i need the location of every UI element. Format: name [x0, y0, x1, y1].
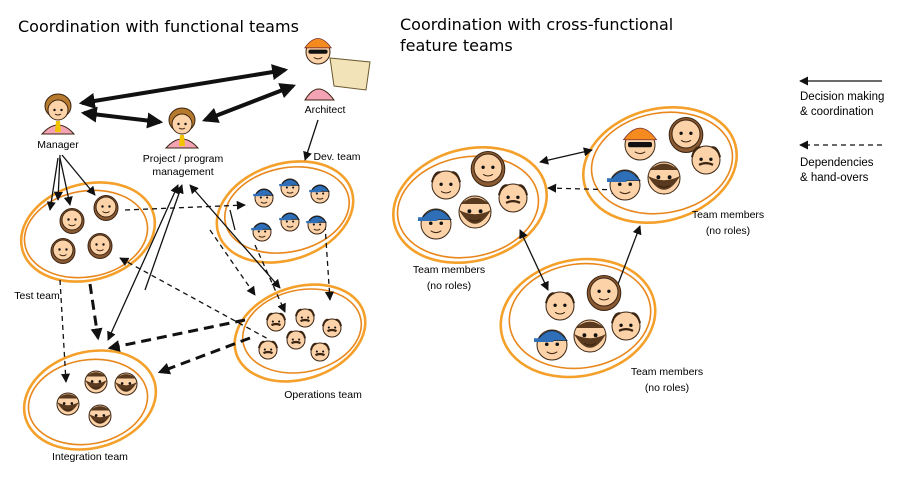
test-team-member-icon [59, 208, 85, 234]
test-team-member-icon [50, 238, 76, 264]
team1-member-icon [470, 151, 506, 187]
legend-dependency-line1: Dependencies [800, 157, 874, 169]
legend-decision-line2: & coordination [800, 106, 874, 118]
operations-team-member-icon [295, 308, 315, 328]
integration-team-member-icon [114, 372, 138, 396]
operations-team-member-icon [310, 342, 330, 362]
operations-team-member-icon [266, 312, 286, 332]
manager-label: Manager [37, 139, 79, 151]
team2-member-icon [668, 117, 704, 153]
team1-member-icon [431, 170, 461, 200]
decision-arrows [78, 64, 296, 129]
dev-team-ring [215, 160, 355, 264]
dev-team-label: Dev. team [313, 151, 360, 163]
test-team-label: Test team [14, 290, 60, 302]
heading-functional: Coordination with functional teams [18, 17, 299, 36]
architect-face-icon [304, 38, 332, 65]
team1-member-icon [458, 195, 492, 229]
operations-team-member-icon [286, 330, 306, 350]
heading-cross-functional-line1: Coordination with cross-functional [400, 15, 673, 34]
team1-member-icon [418, 208, 452, 240]
team3-roles-label: (no roles) [645, 382, 689, 394]
operations-team-member-icon [258, 340, 278, 360]
dev-team-member-icon [309, 184, 330, 204]
project-manager-icon [164, 107, 200, 149]
dev-team-member-icon [279, 212, 300, 232]
pm-architect-arrow [202, 83, 296, 123]
feature-team-1-ring [391, 145, 549, 265]
test-team-member-icon [93, 195, 119, 221]
integration-team-label: Integration team [52, 451, 128, 463]
dev-team-member-icon [279, 178, 300, 198]
integration-team-member-icon [84, 370, 108, 394]
dev-team-member-icon [253, 188, 274, 208]
team2-member-icon [607, 169, 641, 201]
team2-roles-label: (no roles) [706, 225, 750, 237]
team3-member-icon [534, 329, 568, 361]
dev-team-member-icon [306, 215, 327, 235]
architect-devteam-arrow [303, 119, 319, 161]
team1-member-icon [498, 183, 528, 213]
project-label-line1: Project / program [143, 153, 224, 165]
manager-pm-arrow [80, 106, 164, 129]
team3-members-label: Team members [631, 366, 703, 378]
team3-member-icon [586, 275, 622, 311]
legend-dependency-line2: & hand-overs [800, 172, 869, 184]
team3-member-icon [611, 311, 641, 341]
team2-member-icon [691, 145, 721, 175]
project-label-line2: management [152, 166, 213, 178]
operations-team-label: Operations team [284, 389, 362, 401]
architect-icon [304, 57, 371, 101]
team2-members-label: Team members [692, 209, 764, 221]
team3-member-icon [573, 319, 607, 353]
legend-decision-line1: Decision making [800, 91, 884, 103]
integration-team-member-icon [88, 404, 112, 428]
architect-label: Architect [305, 104, 346, 116]
feature-team-3-ring [499, 257, 657, 379]
team3-member-icon [545, 291, 575, 321]
test-team-member-icon [87, 233, 113, 259]
integration-team-ring [22, 349, 158, 451]
team1-members-label: Team members [413, 264, 485, 276]
dev-team-member-icon [251, 222, 272, 242]
manager-icon [40, 93, 76, 135]
operations-team-ring [233, 283, 367, 383]
integration-team-member-icon [56, 392, 80, 416]
operations-team-member-icon [322, 318, 342, 338]
team1-roles-label: (no roles) [427, 280, 471, 292]
manager-architect-arrow [78, 64, 289, 109]
dependency-arrows [59, 183, 621, 383]
heading-cross-functional-line2: feature teams [400, 36, 513, 55]
team2-member-icon [622, 127, 658, 161]
team2-member-icon [647, 161, 681, 195]
people-layer [40, 38, 721, 428]
